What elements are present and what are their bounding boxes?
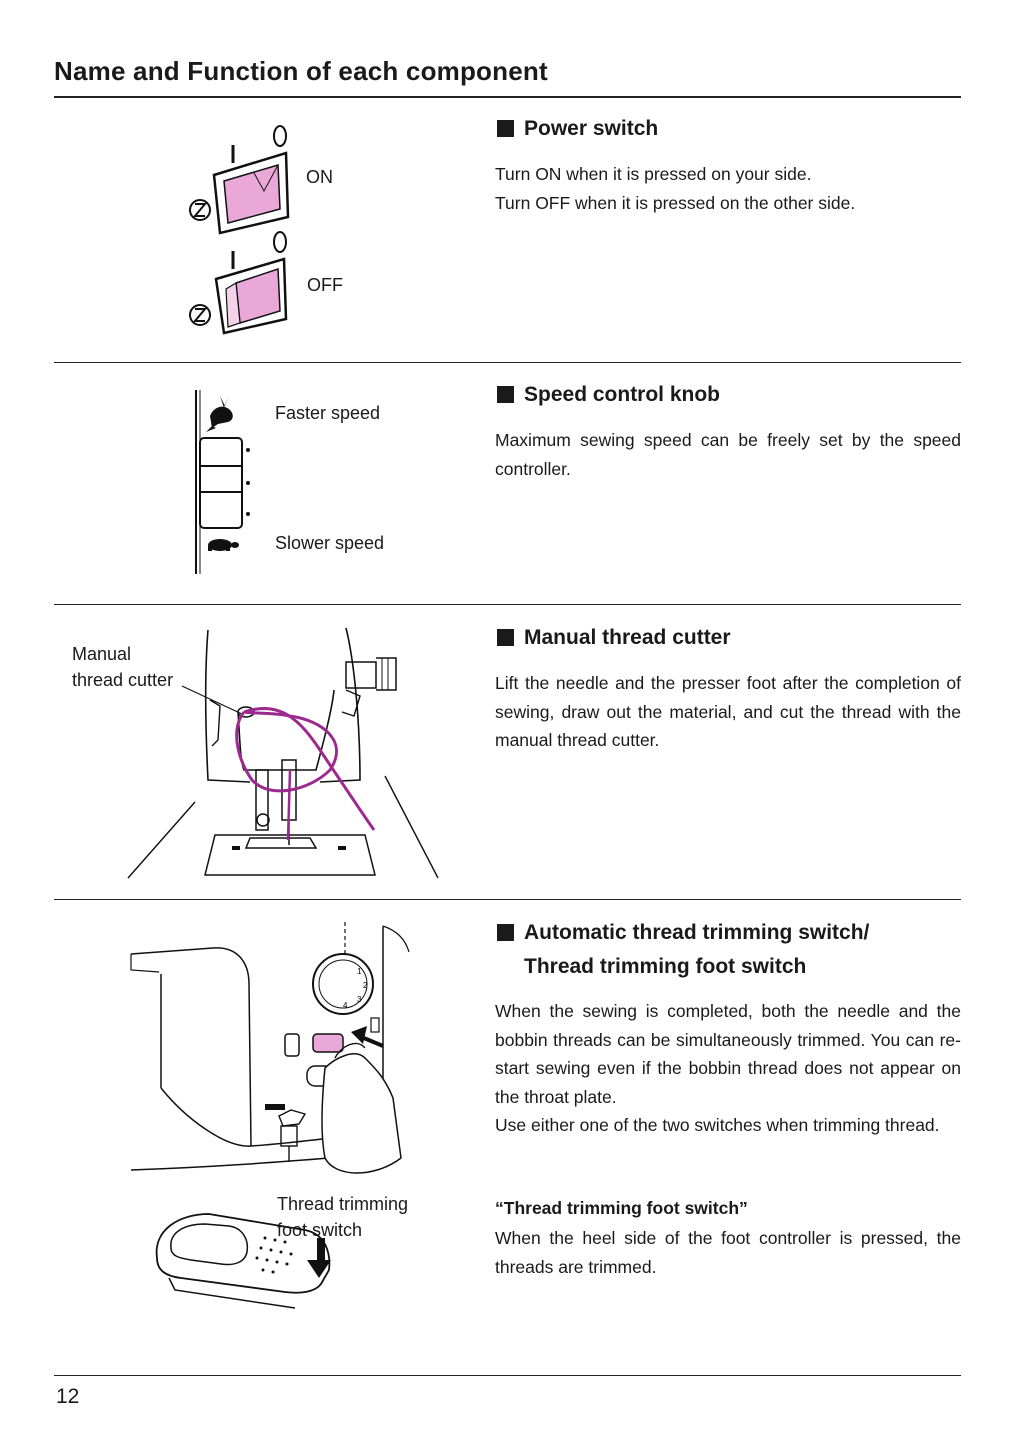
foot-switch-callout-line-2: foot switch bbox=[277, 1220, 363, 1240]
svg-text:4: 4 bbox=[343, 1001, 348, 1010]
speed-knob-title: Speed control knob bbox=[524, 383, 721, 406]
thread-cutter-callout-line-2: thread cutter bbox=[72, 670, 174, 690]
thread-cutter-callout-line-1: Manual bbox=[72, 644, 132, 664]
page-title: Name and Function of each component bbox=[54, 56, 548, 86]
label-off: OFF bbox=[307, 275, 343, 295]
auto-trim-illustration: 1 2 3 4 bbox=[130, 922, 410, 1309]
power-switch-illustration bbox=[189, 125, 290, 335]
auto-trim-paragraph-1: When the sewing is completed, both the n… bbox=[495, 1001, 961, 1107]
square-bullet-icon bbox=[497, 924, 514, 941]
auto-trim-title-line-1: Automatic thread trimming switch/ bbox=[524, 921, 870, 944]
svg-text:2: 2 bbox=[363, 981, 368, 990]
foot-switch-subheading: “Thread trimming foot switch” bbox=[495, 1198, 748, 1218]
foot-controller-icon bbox=[155, 1213, 331, 1309]
power-switch-line-1: Turn ON when it is pressed on your side. bbox=[495, 164, 812, 184]
square-bullet-icon bbox=[497, 386, 514, 403]
turtle-icon bbox=[208, 539, 239, 551]
thread-cutter-heading: Manual thread cutter bbox=[497, 621, 731, 655]
auto-trim-text: When the sewing is completed, both the n… bbox=[495, 997, 961, 1140]
thread-cutter-illustration bbox=[127, 627, 439, 879]
foot-switch-callout: Thread trimming foot switch bbox=[277, 1191, 408, 1243]
auto-trim-title-line-2: Thread trimming foot switch bbox=[524, 955, 807, 978]
rabbit-icon bbox=[206, 396, 233, 432]
power-switch-line-2: Turn OFF when it is pressed on the other… bbox=[495, 192, 856, 213]
svg-text:1: 1 bbox=[357, 967, 362, 976]
square-bullet-icon bbox=[497, 629, 514, 646]
speed-knob-heading: Speed control knob bbox=[497, 378, 720, 412]
label-faster-speed: Faster speed bbox=[275, 403, 381, 423]
auto-trim-heading: Automatic thread trimming switch/ Thread… bbox=[497, 916, 869, 984]
thread-path bbox=[243, 706, 376, 831]
section-divider bbox=[54, 604, 961, 605]
power-switch-off-icon bbox=[189, 231, 288, 335]
label-slower-speed: Slower speed bbox=[275, 533, 385, 553]
footer-rule bbox=[54, 1375, 961, 1376]
square-bullet-icon bbox=[497, 120, 514, 137]
power-switch-on-icon bbox=[189, 125, 290, 235]
thread-cutter-text: Lift the needle and the presser foot aft… bbox=[495, 673, 961, 750]
svg-text:3: 3 bbox=[357, 995, 362, 1004]
section-divider bbox=[54, 362, 961, 363]
section-divider bbox=[54, 899, 961, 900]
foot-switch-text: When the heel side of the foot controlle… bbox=[495, 1228, 961, 1277]
auto-trim-paragraph-2: Use either one of the two switches when … bbox=[495, 1115, 940, 1135]
title-rule bbox=[54, 96, 961, 98]
power-switch-title: Power switch bbox=[524, 117, 659, 140]
power-switch-heading: Power switch bbox=[497, 112, 658, 146]
speed-knob-illustration bbox=[195, 390, 250, 574]
speed-knob-text: Maximum sewing speed can be freely set b… bbox=[495, 430, 961, 479]
label-on: ON bbox=[306, 167, 333, 187]
foot-switch-callout-line-1: Thread trimming bbox=[277, 1194, 409, 1214]
power-switch-text: Turn ON when it is pressed on your side.… bbox=[495, 160, 961, 217]
page-number: 12 bbox=[56, 1385, 80, 1408]
thread-cutter-title: Manual thread cutter bbox=[524, 626, 731, 649]
thread-cutter-callout: Manual thread cutter bbox=[72, 641, 173, 693]
